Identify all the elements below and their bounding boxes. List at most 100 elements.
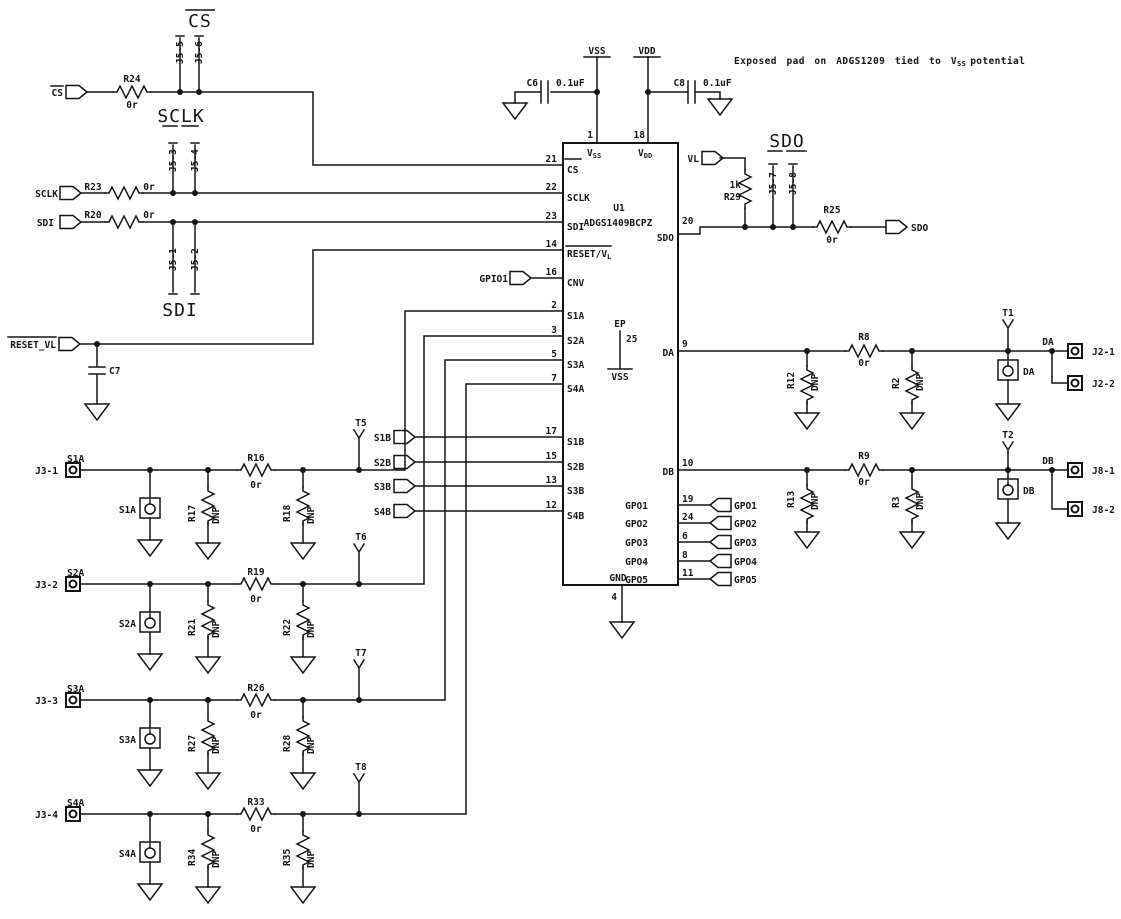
- resistor-R25: [812, 220, 852, 234]
- pin-num-16: 16: [546, 267, 558, 278]
- jack-S4A-label: S4A: [119, 849, 136, 860]
- port-gpo3-label: GPO3: [734, 538, 757, 549]
- port-sclk-label: SCLK: [35, 189, 58, 200]
- c6-ref: C6: [527, 78, 539, 89]
- port-sdi-label: SDI: [37, 218, 54, 229]
- pin-name-gpo2: GPO2: [625, 519, 648, 530]
- pin-num-10: 10: [682, 458, 694, 469]
- r8-value: 0r: [858, 358, 870, 369]
- pin-num-22: 22: [546, 182, 557, 193]
- net-S4A-label: S4A: [67, 798, 84, 809]
- port-gpio1-label: GPIO1: [479, 274, 508, 285]
- sdo-port-icon: [885, 219, 908, 235]
- c7-ref: C7: [109, 366, 120, 377]
- port-cs-label: CS: [52, 88, 64, 99]
- r19-value: 0r: [250, 594, 262, 605]
- r29-value: 1k: [730, 180, 742, 191]
- pin-name-cs: CS: [567, 165, 579, 176]
- pin-name-s3a: S3A: [567, 360, 584, 371]
- r23-ref: R23: [84, 182, 101, 193]
- net-S3A-label: S3A: [67, 684, 84, 695]
- jack-DB-icon: [997, 478, 1019, 500]
- input-ports: CS SCLK SDI RESET_VL GPIO1 S1B S2B S3B S…: [7, 84, 724, 519]
- r9-ref: R9: [858, 451, 870, 462]
- r26-ref: R26: [247, 683, 264, 694]
- r20-value: 0r: [143, 210, 155, 221]
- pin-num-8: 8: [682, 550, 688, 561]
- r23-value: 0r: [143, 182, 155, 193]
- pin-num-17: 17: [546, 426, 557, 437]
- r28-value: DNP: [306, 737, 317, 754]
- pin-name-db: DB: [663, 467, 675, 478]
- jack-S3A-label: S3A: [119, 735, 136, 746]
- pin-num-14: 14: [546, 239, 558, 250]
- r22-ref: R22: [282, 619, 293, 636]
- r12-ref: R12: [786, 372, 797, 389]
- pin-name-s1b: S1B: [567, 437, 584, 448]
- r24-value: 0r: [126, 100, 138, 111]
- connector-J3-4-label: J3-4: [35, 810, 58, 821]
- testpoint-T7-label: T7: [355, 648, 366, 659]
- port-vl-label: VL: [688, 154, 700, 165]
- port-reset-vl-label: RESET_VL: [10, 340, 56, 351]
- pin-name-sclk: SCLK: [567, 193, 590, 204]
- port-s3b-label: S3B: [374, 482, 391, 493]
- testpoint-T1-icon: [1002, 319, 1014, 329]
- resistor-R19: [236, 577, 276, 591]
- testpoint-T7-icon: [353, 659, 365, 669]
- r9-value: 0r: [858, 477, 870, 488]
- pin-num-4: 4: [611, 592, 617, 603]
- vss-rail-label: VSS: [588, 46, 605, 57]
- pin-num-1: 1: [587, 130, 593, 141]
- capacitor-C8: [687, 80, 696, 104]
- r2-value: DNP: [915, 374, 926, 391]
- pin-name-s2a: S2A: [567, 336, 584, 347]
- pin-name-s2b: S2B: [567, 462, 584, 473]
- jumper-J5-4: J5-4: [190, 149, 201, 172]
- jumper-J5-7: J5-7: [768, 172, 779, 195]
- resistor-R26: [236, 693, 276, 707]
- connector-labels: J3-1 J3-2 J3-3 J3-4 J2-1 J2-2 J8-1 J8-2: [35, 347, 1115, 821]
- test-jack-labels: S1A S2A S3A S4A DA DB: [119, 367, 1035, 860]
- jumper-J5-8: J5-8: [788, 172, 799, 195]
- pin-num-6: 6: [682, 531, 688, 542]
- connector-J8-2-label: J8-2: [1092, 505, 1115, 516]
- r13-ref: R13: [786, 491, 797, 508]
- jumper-J5-3: J5-3: [168, 149, 179, 172]
- pin-num-11: 11: [682, 568, 694, 579]
- port-sdo-label: SDO: [911, 223, 928, 234]
- resistor-R16: [236, 463, 276, 477]
- jack-S2A-label: S2A: [119, 619, 136, 630]
- pin-name-gnd: GND: [609, 573, 626, 584]
- pin-name-sdi: SDI: [567, 222, 584, 233]
- pin-num-5: 5: [551, 349, 557, 360]
- testpoint-T2-icon: [1002, 441, 1014, 451]
- connector-J3-3-icon: [65, 692, 81, 708]
- capacitor-C7: C7: [88, 366, 120, 377]
- vdd-rail-label: VDD: [638, 46, 655, 57]
- testpoint-T5-label: T5: [355, 418, 367, 429]
- gpo1-port-icon: [709, 497, 732, 513]
- net-S2A-label: S2A: [67, 568, 84, 579]
- jack-DA-label: DA: [1023, 367, 1035, 378]
- pin-num-9: 9: [682, 339, 688, 350]
- connector-J8-1-icon: [1067, 462, 1083, 478]
- r26-value: 0r: [250, 710, 262, 721]
- r25-value: 0r: [826, 235, 838, 246]
- port-s2b-label: S2B: [374, 458, 391, 469]
- r21-value: DNP: [211, 621, 222, 638]
- c8-value: 0.1uF: [703, 78, 732, 89]
- testpoint-T2-label: T2: [1002, 430, 1013, 441]
- ic-u1-adgs1409: U1 ADGS1409BCPZ VSS VDD CS SCLK SDI RESE…: [546, 130, 694, 603]
- pin-name-sdo: SDO: [657, 233, 674, 244]
- pin-name-cnv: CNV: [567, 278, 584, 289]
- net-titles: CS SCLK SDI SDO: [157, 9, 807, 321]
- connector-J2-1-label: J2-1: [1092, 347, 1115, 358]
- net-labels: S1A S2A S3A S4A DA DB: [67, 337, 1054, 809]
- shunt-resistors: R12 DNP R2 DNP R13 DNP R3 DNP R17 DNP R1…: [187, 365, 926, 870]
- pin-name-s3b: S3B: [567, 486, 584, 497]
- resistor-R9: [844, 463, 884, 477]
- r24-ref: R24: [123, 74, 140, 85]
- c8-ref: C8: [674, 78, 686, 89]
